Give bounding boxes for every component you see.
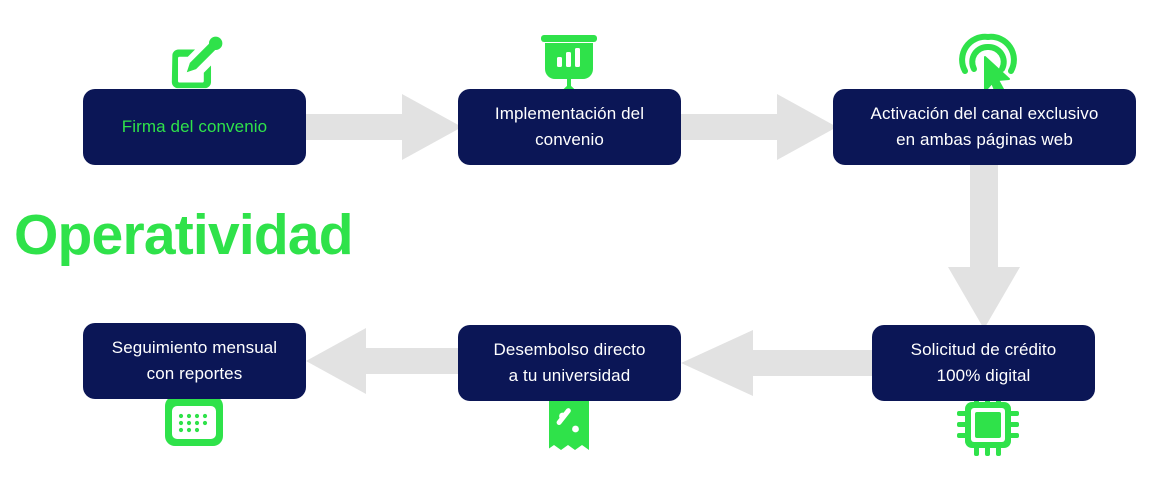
flow-node-line: a tu universidad [508,366,631,385]
connector-arrow-solicitud-to-desembolso [681,330,876,396]
flow-node-line: Activación del canal exclusivo [870,104,1099,123]
connector-arrow-implementacion-to-activacion [681,94,837,160]
connector-arrow-activacion-to-solicitud [948,163,1020,329]
receipt-percent-icon [549,394,589,450]
flow-node-line: Desembolso directo [493,340,646,359]
flow-node-label: Activación del canal exclusivo en ambas … [859,101,1111,153]
section-title: Operatividad [14,203,354,267]
edit-square-icon [171,36,223,89]
flow-node-line: Firma del convenio [121,117,268,136]
chip-icon [957,394,1019,456]
connector-arrow-firma-to-implementacion [306,94,462,160]
flow-node-line: con reportes [146,364,243,383]
flow-node-label: Implementación del convenio [483,101,656,153]
flow-node-activacion-canal-exclusivo[interactable]: Activación del canal exclusivo en ambas … [833,89,1136,165]
flow-node-line: Seguimiento mensual [111,338,278,357]
flow-node-line: convenio [535,130,604,149]
flow-node-desembolso-directo[interactable]: Desembolso directo a tu universidad [458,325,681,401]
flow-node-line: en ambas páginas web [896,130,1073,149]
connector-arrow-desembolso-to-seguimiento [306,328,462,394]
flow-node-implementacion-del-convenio[interactable]: Implementación del convenio [458,89,681,165]
flow-node-solicitud-de-credito[interactable]: Solicitud de crédito 100% digital [872,325,1095,401]
flow-node-line: Implementación del [494,104,645,123]
flow-node-label: Desembolso directo a tu universidad [481,337,657,389]
flow-node-label: Firma del convenio [110,114,279,140]
flow-node-label: Solicitud de crédito 100% digital [899,337,1069,389]
flow-node-label: Seguimiento mensual con reportes [100,335,289,387]
flow-node-seguimiento-mensual[interactable]: Seguimiento mensual con reportes [83,323,306,399]
flow-node-line: 100% digital [936,366,1031,385]
flow-node-firma-del-convenio[interactable]: Firma del convenio [83,89,306,165]
flow-node-line: Solicitud de crédito [910,340,1057,359]
